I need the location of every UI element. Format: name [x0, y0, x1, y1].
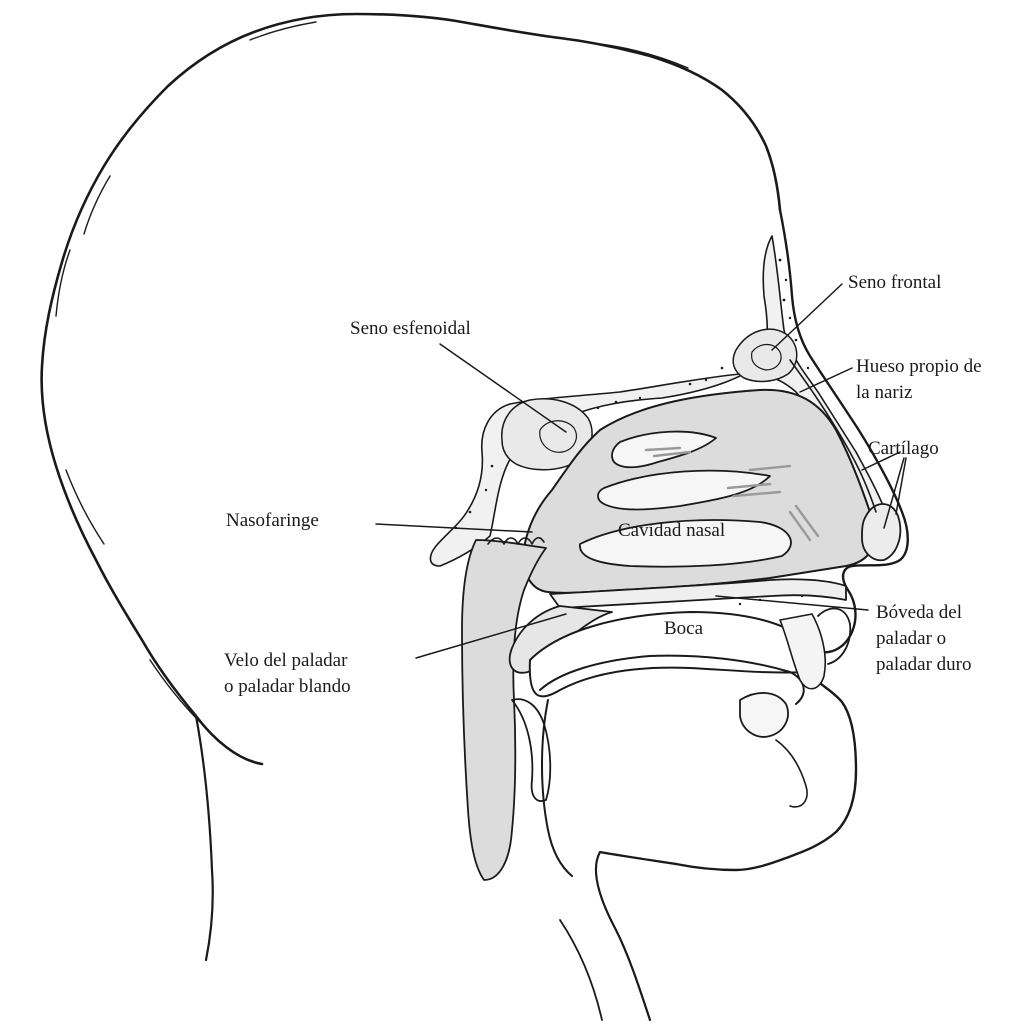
jaw-line	[560, 920, 602, 1020]
lower-lip	[740, 693, 788, 737]
label-boca: Boca	[664, 616, 703, 642]
mandible-shade	[776, 740, 807, 807]
label-seno-frontal: Seno frontal	[848, 270, 941, 296]
frontal-sinus	[733, 329, 797, 381]
label-seno-esfenoidal: Seno esfenoidal	[350, 316, 471, 342]
label-hueso-propio: Hueso propio de la nariz	[856, 354, 982, 406]
tongue	[540, 656, 804, 876]
label-nasofaringe: Nasofaringe	[226, 508, 319, 534]
neck-front	[596, 852, 676, 1020]
pharynx	[462, 540, 546, 880]
label-cavidad-nasal: Cavidad nasal	[618, 518, 725, 544]
neck-back	[196, 716, 213, 960]
nostril-cartilage	[862, 504, 900, 560]
label-cartilago: Cartílago	[868, 436, 939, 462]
label-velo-paladar: Velo del paladar o paladar blando	[224, 648, 351, 700]
label-boveda-paladar: Bóveda del paladar o paladar duro	[876, 600, 971, 678]
